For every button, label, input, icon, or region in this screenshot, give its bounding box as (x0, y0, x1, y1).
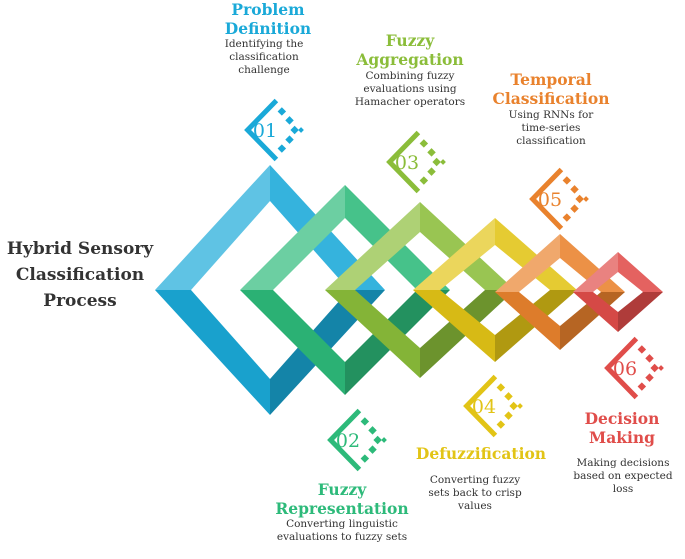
badge-dot (645, 354, 654, 363)
step-badge-04: 04 (463, 374, 523, 438)
step-number: 03 (395, 152, 419, 174)
diamond-facet (240, 185, 345, 290)
badge-bracket-icon (529, 167, 564, 231)
diamond-facet (325, 202, 420, 290)
step-06-description: Making decisions based on expected loss (573, 457, 673, 495)
badge-dot (496, 420, 506, 429)
badge-dot (440, 159, 446, 165)
badge-dot (504, 411, 513, 420)
badge-dot (570, 204, 579, 213)
badge-dot (575, 194, 584, 204)
badge-dot (637, 345, 647, 354)
badge-dot (368, 445, 377, 454)
badge-dot (419, 139, 429, 148)
diagram-title: Hybrid Sensory Classification Process (6, 239, 154, 311)
step-badge-06: 06 (604, 336, 664, 400)
diamond-facet (155, 290, 270, 415)
step-06-title: Decision Making (584, 409, 660, 447)
badge-dot (650, 363, 659, 373)
badge-bracket-icon (604, 336, 639, 400)
step-02-title: Fuzzy Representation (275, 480, 409, 518)
step-03-description: Combining fuzzy evaluations using Hamach… (354, 70, 466, 108)
badge-dot (285, 116, 294, 125)
step-01-title: Problem Definition (224, 0, 312, 38)
diamond-facet (155, 165, 270, 290)
diamond-facet (618, 252, 663, 292)
badge-dot (427, 148, 436, 157)
step-number: 04 (472, 396, 496, 418)
badge-dot (381, 437, 387, 443)
step-badge-02: 02 (327, 408, 387, 472)
diamond-link-04 (413, 218, 577, 362)
step-badge-01: 01 (244, 98, 304, 162)
diamond-facet (618, 292, 663, 332)
badge-dot (419, 176, 429, 185)
diamond-link-06 (573, 252, 663, 332)
step-02-description: Converting linguistic evaluations to fuz… (276, 518, 408, 543)
badge-dot (427, 167, 436, 176)
badge-dot (562, 176, 572, 185)
diamond-facet (495, 218, 577, 290)
badge-dot (285, 135, 294, 144)
badge-dot (373, 435, 382, 445)
step-badge-05: 05 (529, 167, 589, 231)
step-number: 01 (253, 120, 277, 142)
badge-bracket-icon (244, 98, 279, 162)
step-05-title: Temporal Classification (492, 70, 610, 108)
diamond-facet (495, 292, 560, 350)
badge-dot (368, 426, 377, 435)
step-number: 06 (613, 358, 637, 380)
badge-dot (562, 213, 572, 222)
diamond-facet (413, 218, 495, 290)
badge-dot (570, 185, 579, 194)
badge-dot (504, 392, 513, 401)
badge-dot (637, 382, 647, 391)
step-05-description: Using RNNs for time-series classificatio… (508, 109, 594, 147)
diamond-facet (495, 234, 560, 292)
diamond-facet (240, 290, 345, 395)
badge-dot (277, 144, 287, 153)
step-03-title: Fuzzy Aggregation (356, 31, 464, 69)
badge-bracket-icon (463, 374, 498, 438)
diamond-facet (413, 290, 495, 362)
diamond-facet (573, 292, 618, 332)
badge-dot (360, 417, 370, 426)
step-number: 05 (538, 189, 562, 211)
diamond-facet (325, 290, 420, 378)
badge-dot (658, 365, 664, 371)
badge-bracket-icon (327, 408, 362, 472)
step-01-description: Identifying the classification challenge (224, 38, 304, 76)
step-04-description: Converting fuzzy sets back to crisp valu… (428, 474, 522, 512)
step-number: 02 (336, 430, 360, 452)
badge-dot (517, 403, 523, 409)
badge-dot (290, 125, 299, 135)
badge-dot (432, 157, 441, 167)
badge-dot (583, 196, 589, 202)
badge-dot (509, 401, 518, 411)
badge-dot (360, 454, 370, 463)
badge-dot (298, 127, 304, 133)
diamond-facet (573, 252, 618, 292)
step-04-title: Defuzzification (415, 444, 547, 463)
step-badge-03: 03 (386, 130, 446, 194)
diamond-chain (155, 165, 663, 415)
badge-bracket-icon (386, 130, 421, 194)
badge-dot (277, 107, 287, 116)
badge-dot (496, 383, 506, 392)
badge-dot (645, 373, 654, 382)
